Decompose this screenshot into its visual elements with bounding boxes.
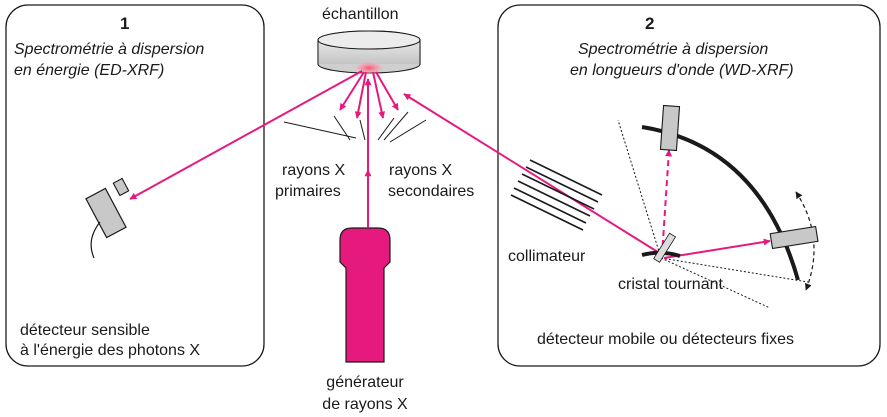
panel-right-title-line2: en longueurs d'onde (WD-XRF) — [570, 62, 794, 79]
crystal-label: cristal tournant — [618, 276, 723, 293]
wd-detector-top — [659, 104, 681, 152]
ed-detector — [85, 177, 130, 259]
panel-left-title-line2: en énergie (ED-XRF) — [14, 62, 165, 79]
secondary-ray-3 — [372, 71, 386, 119]
ed-detector-label-line1: détecteur sensible — [20, 322, 150, 339]
sample-disc — [317, 30, 421, 75]
xray-generator — [339, 227, 391, 363]
collimator — [510, 159, 603, 231]
wd-detector-label: détecteur mobile ou détecteurs fixes — [537, 331, 795, 348]
label-leaders — [283, 111, 427, 143]
primary-rays-label-line2: primaires — [275, 183, 341, 200]
panel-right-number: 2 — [645, 14, 655, 33]
diffracted-beam-to-top-detector — [661, 149, 673, 257]
crystal-guides — [617, 119, 809, 309]
sample-label: échantillon — [322, 6, 399, 23]
panel-right-title-line1: Spectrométrie à dispersion — [578, 41, 769, 58]
rotating-crystal — [641, 232, 681, 263]
diffracted-beam-to-side-detector — [663, 238, 771, 259]
secondary-ray-4 — [375, 71, 399, 111]
wd-detector-side — [769, 225, 819, 250]
panel-wd-xrf — [497, 4, 881, 367]
panel-left-number: 1 — [120, 14, 130, 33]
panel-ed-xrf — [5, 4, 265, 367]
primary-rays-label-line1: rayons X — [282, 162, 346, 179]
panel-left-title-line1: Spectrométrie à dispersion — [14, 41, 205, 58]
secondary-ray-1 — [339, 71, 365, 111]
secondary-ray-2 — [354, 71, 367, 119]
beam-to-wd — [403, 93, 662, 255]
ed-detector-label-line2: à l'énergie des photons X — [20, 342, 201, 359]
collimator-label: collimateur — [508, 248, 586, 265]
secondary-rays-label-line1: rayons X — [389, 162, 453, 179]
beam-to-ed-detector — [129, 70, 363, 200]
generator-label-line2: de rayons X — [322, 396, 408, 413]
secondary-rays-label-line2: secondaires — [388, 183, 475, 200]
generator-label-line1: générateur — [326, 374, 404, 391]
